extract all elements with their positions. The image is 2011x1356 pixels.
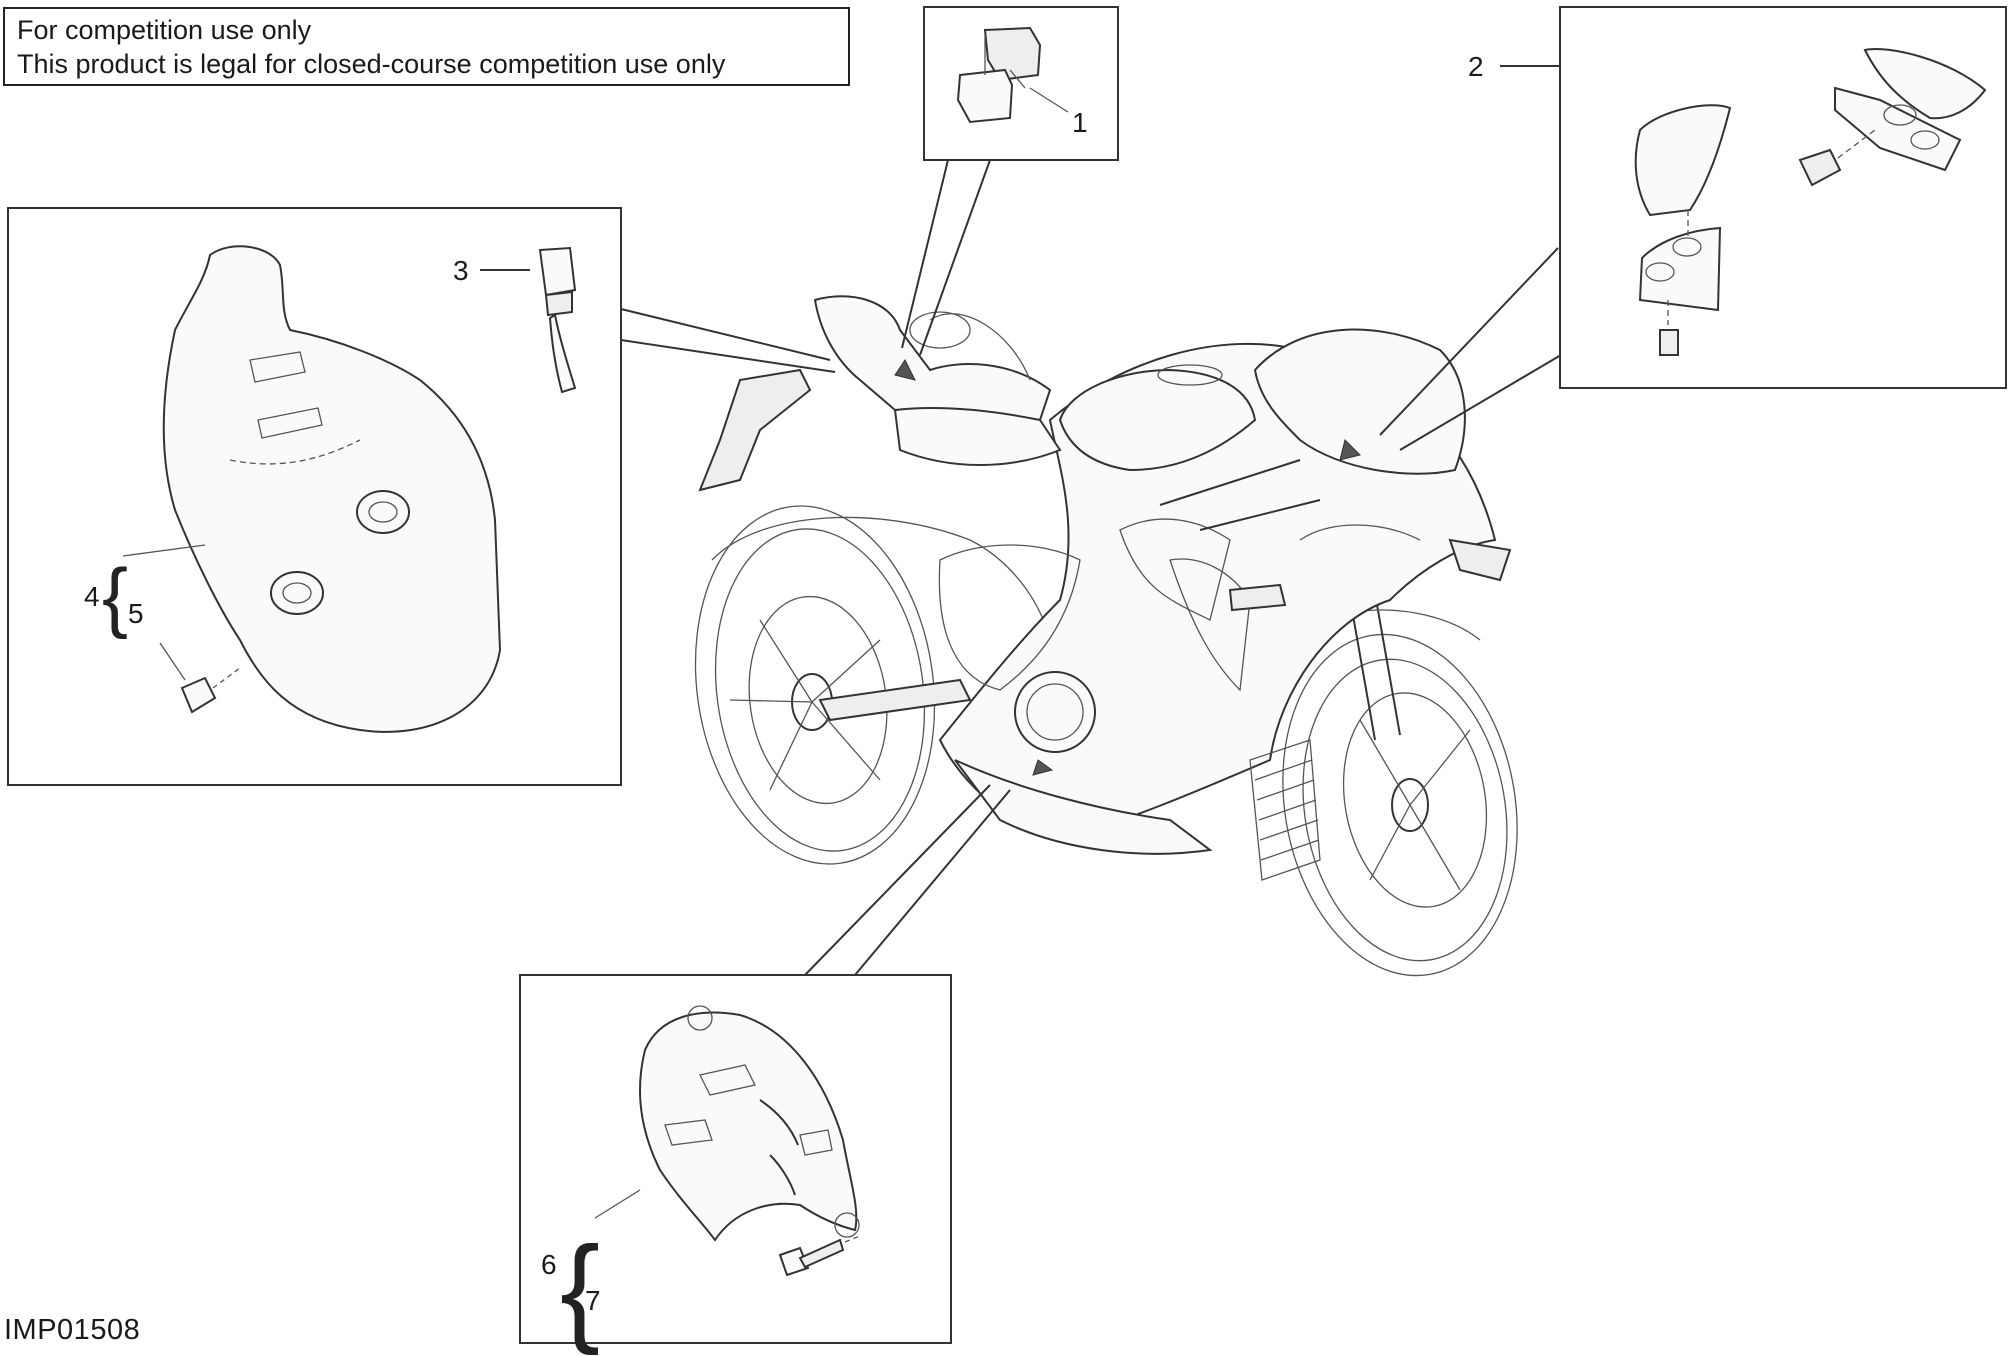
connector-part-1 [956,26,1069,124]
brace-icon: { [560,1222,600,1356]
callout-2: 2 [1468,51,1484,82]
mirror-plate-parts [1634,48,1987,356]
sprocket-cover-part-6 [639,1005,860,1242]
heat-shield-part-4 [162,245,502,733]
reference-code: IMP01508 [4,1314,141,1346]
radiator-grille [1249,739,1321,881]
callout-5: 5 [128,598,144,629]
screw-part-5 [159,642,241,714]
callout-6: 6 [541,1249,557,1280]
callout-3: 3 [453,255,469,286]
detail-box-left: 3 { 4 5 [7,207,836,786]
front-wheel [1282,633,1518,977]
connector-part-3 [480,246,577,394]
callout-7: 7 [585,1285,601,1316]
motorcycle-illustration [694,295,1518,977]
screw-part-7 [778,1235,861,1277]
brace-icon: { [102,552,128,640]
rear-wheel [694,505,936,865]
notice-line-2: This product is legal for closed-course … [17,49,726,79]
competition-notice: For competition use only This product is… [3,7,850,86]
detail-box-1: 1 [901,6,1119,356]
detail-box-2: 2 [1379,6,2007,451]
notice-line-1: For competition use only [17,15,312,45]
callout-1: 1 [1072,107,1088,138]
detail-box-bottom: { 6 7 [519,784,1011,1356]
callout-4: 4 [84,581,100,612]
